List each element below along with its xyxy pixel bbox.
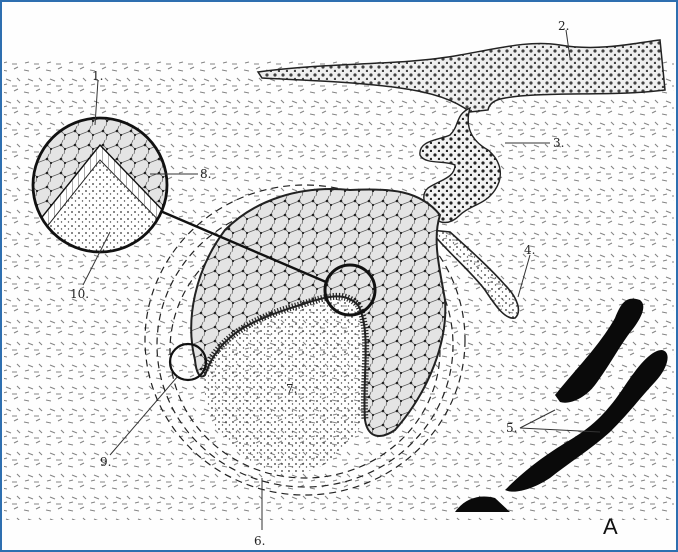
label-10: 10.	[70, 287, 89, 301]
label-1: 1.	[92, 69, 103, 83]
label-2: 2.	[558, 19, 569, 33]
label-9: 9.	[100, 455, 111, 469]
label-4: 4.	[524, 243, 535, 257]
label-6: 6.	[254, 534, 265, 548]
label-3: 3.	[553, 136, 564, 150]
label-8: 8.	[200, 167, 211, 181]
panel-letter: A	[603, 514, 618, 540]
label-7: 7.	[286, 382, 297, 396]
label-5: 5.	[506, 421, 517, 435]
